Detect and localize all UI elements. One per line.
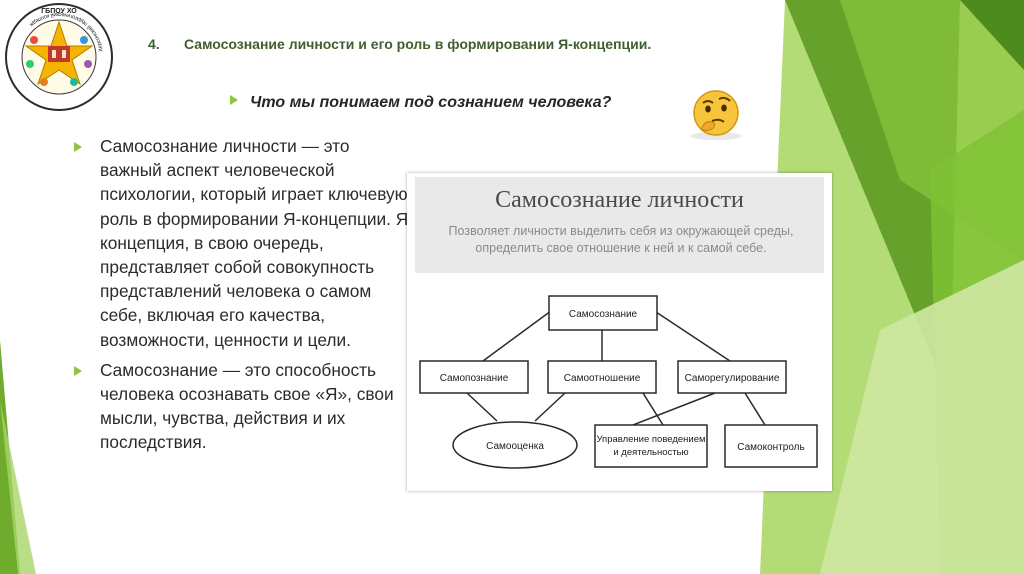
slide-heading: 4. Самосознание личности и его роль в фор…: [148, 36, 651, 52]
triangle-right-icon: [74, 365, 82, 376]
right-shape-pale: [820, 260, 1024, 574]
node-self-knowledge-box: [419, 360, 529, 394]
node-behavior-control-label-2: и деятельностью: [613, 447, 688, 458]
triangle-right-icon: [230, 95, 238, 105]
self-awareness-figure: Самосознание личности Позволяет личности…: [407, 173, 832, 491]
heading-number: 4.: [148, 36, 160, 52]
node-self-knowledge-label: Самопознание: [440, 373, 509, 384]
bullet-item: Самосознание — это способность человека …: [74, 358, 414, 455]
node-behavior-control-box: [594, 424, 708, 468]
figure-description: Позволяет личности выделить себя из окру…: [448, 224, 794, 255]
left-strip-light: [0, 400, 36, 574]
bullet-text: Самосознание личности — это важный аспек…: [100, 136, 415, 350]
node-self-control-box: [724, 424, 818, 468]
thinking-face-icon: [690, 90, 742, 140]
structure-diagram: Самосознание Самопознание Самоотношение …: [419, 295, 818, 469]
bullet-list: Самосознание личности — это важный аспек…: [74, 134, 414, 461]
connector-line: [482, 307, 556, 362]
figure-title: Самосознание личности: [495, 187, 744, 213]
heading-text: Самосознание личности и его роль в форми…: [184, 36, 652, 52]
connector-line: [534, 392, 566, 422]
connector-line: [744, 392, 766, 426]
connector-line: [642, 392, 664, 426]
node-self-regulation-box: [677, 360, 787, 394]
node-self-attitude-label: Самоотношение: [564, 373, 641, 384]
figure-header: Самосознание личности Позволяет личности…: [415, 177, 824, 273]
triangle-right-icon: [74, 142, 82, 152]
question-text: Что мы понимаем под сознанием человека?: [250, 94, 612, 111]
connector-line: [649, 307, 731, 362]
question-line: Что мы понимаем под сознанием человека?: [230, 94, 611, 112]
connector-line: [632, 392, 716, 426]
bullet-item: Самосознание личности — это важный аспек…: [74, 134, 414, 352]
node-root-box: [548, 295, 658, 331]
node-self-regulation-label: Саморегулирование: [685, 373, 780, 384]
diagram-connectors: [466, 307, 766, 426]
node-self-attitude-box: [547, 360, 657, 394]
node-self-esteem-label: Самооценка: [486, 441, 544, 452]
node-root-label: Самосознание: [569, 309, 638, 320]
right-shape-deep: [960, 0, 1024, 70]
node-behavior-control-label-1: Управление поведением: [596, 434, 705, 445]
connector-line: [466, 392, 498, 422]
node-self-control-label: Самоконтроль: [737, 442, 804, 453]
logo-top-text: ГБПОУ ХО: [41, 8, 77, 15]
node-self-esteem-ellipse: [452, 421, 578, 469]
bullet-text: Самосознание — это способность человека …: [100, 359, 394, 453]
college-logo: ГБПОУ ХО Херсонский педагогический колле…: [5, 3, 113, 111]
